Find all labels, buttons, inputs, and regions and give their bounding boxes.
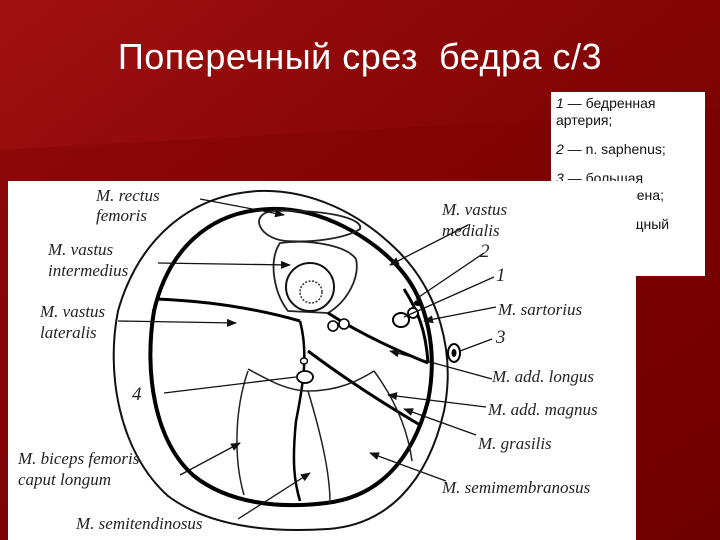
label-biceps-2: caput longum: [18, 470, 111, 489]
legend-item-2: 2 — n. saphenus;: [556, 141, 666, 157]
marker-number-3: 3: [495, 327, 506, 348]
sciatic-nerve-vessel: [299, 357, 309, 365]
label-add-magnus: M. add. magnus: [487, 400, 598, 419]
legend-item-1: 1 — бедренная артерия;: [556, 95, 656, 128]
label-semitendinosus: M. semitendinosus: [75, 514, 203, 533]
femur-marrow: [299, 280, 323, 304]
label-vastus-lateralis-1: M. vastus: [39, 302, 106, 321]
label-vastus-intermedius-2: intermedius: [48, 261, 129, 280]
label-vastus-medialis-2: medialis: [442, 221, 500, 240]
label-sartorius: M. sartorius: [497, 300, 582, 319]
label-grasilis: M. grasilis: [477, 434, 552, 453]
label-vastus-lateralis-2: lateralis: [40, 323, 97, 342]
label-vastus-intermedius-1: M. vastus: [47, 240, 114, 259]
adductor-septum: [307, 349, 421, 427]
marker-number-1: 1: [496, 265, 506, 286]
marker-number-4: 4: [132, 384, 142, 405]
pointer-lines: [117, 198, 497, 520]
sartorius-canal-line: [402, 288, 430, 364]
gracilis-boundary: [373, 370, 413, 462]
label-rectus-femoris-2: femoris: [96, 206, 147, 225]
label-add-longus: M. add. longus: [491, 367, 594, 386]
deep-femoral-vessel-b: [338, 318, 350, 330]
vastus-intermedius-muscle: [272, 240, 358, 314]
fascia-lata: [148, 206, 434, 508]
lateral-intermuscular-septum: [155, 297, 301, 323]
semitendinosus-boundary: [307, 390, 331, 504]
label-vastus-medialis-1: M. vastus: [441, 200, 508, 219]
thigh-outline: [112, 189, 449, 532]
posterior-septum: [292, 320, 306, 502]
label-semimembranosus: M. semimembranosus: [441, 478, 591, 497]
marker-number-2: 2: [480, 241, 490, 262]
great-saphenous-vein-inner: [451, 349, 457, 357]
label-rectus-femoris-1: M. rectus: [95, 186, 160, 205]
sciatic-nerve-4: [296, 370, 314, 384]
slide-title: Поперечный срез бедра с/3: [117, 36, 603, 77]
label-biceps-1: M. biceps femoris: [17, 449, 140, 468]
saphenous-nerve-2: [414, 300, 422, 306]
thigh-cross-section-figure: M. rectus femoris M. vastus intermedius …: [8, 181, 636, 540]
rectus-femoris-muscle: [258, 209, 362, 243]
femoral-artery-1: [392, 312, 410, 328]
biceps-boundary: [236, 370, 249, 496]
deep-femoral-vessel-a: [327, 320, 339, 332]
